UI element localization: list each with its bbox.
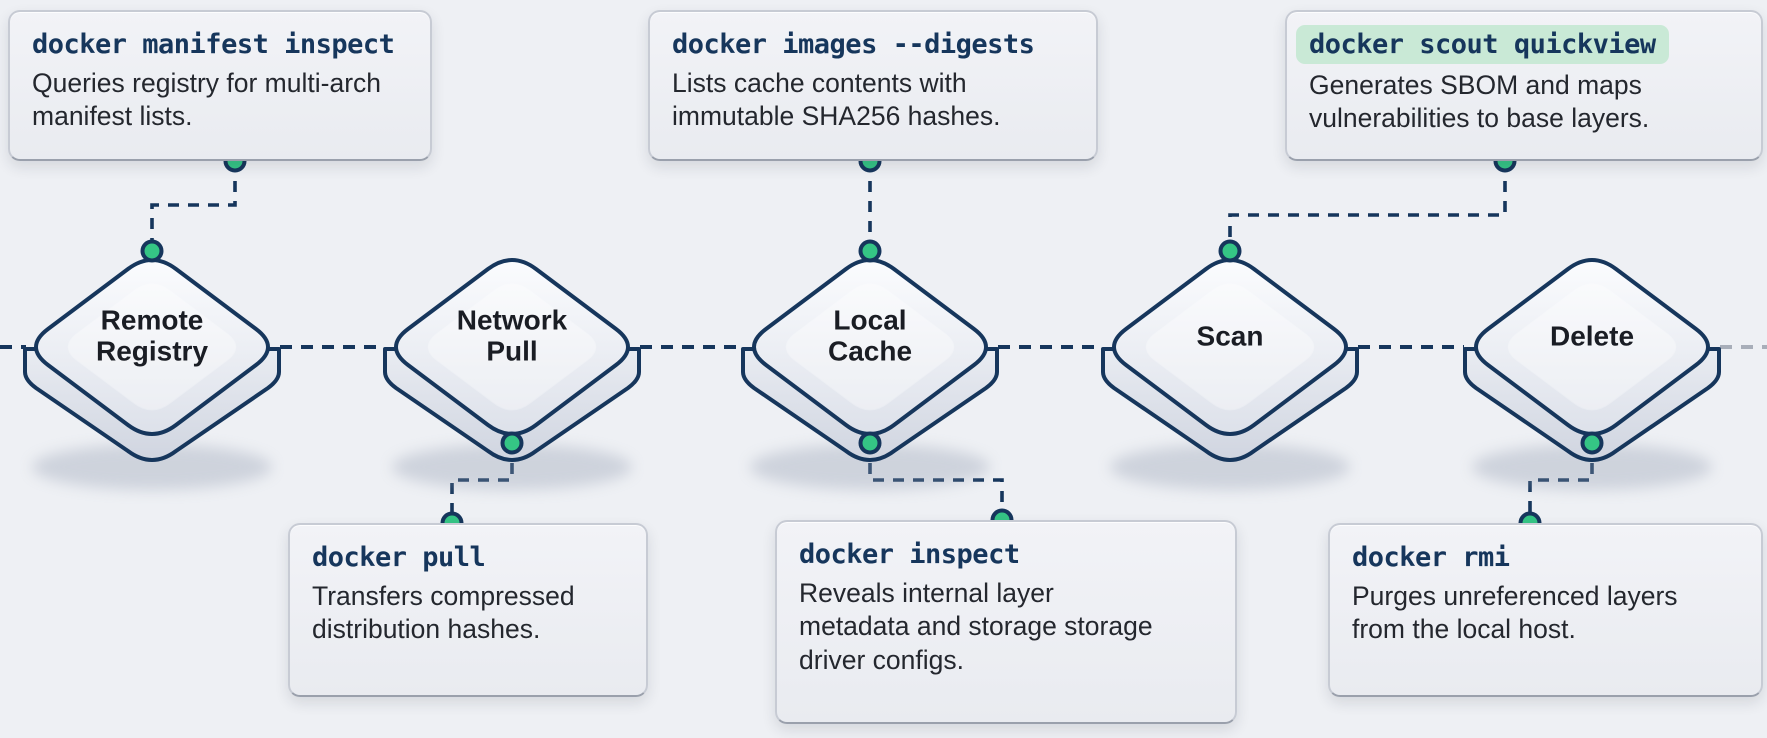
command-docker-rmi: docker rmi	[1352, 542, 1510, 573]
command-docker-pull: docker pull	[312, 542, 486, 573]
command-docker-manifest-inspect: docker manifest inspect	[32, 29, 395, 60]
node-tile-remote-registry	[25, 260, 279, 490]
card-docker-scout-quickview: docker scout quickview Generates SBOM an…	[1285, 10, 1763, 161]
description-docker-images-digests: Lists cache contents with immutable SHA2…	[672, 68, 1001, 132]
card-docker-pull: docker pull Transfers compressed distrib…	[288, 523, 648, 697]
card-docker-rmi: docker rmi Purges unreferenced layers fr…	[1328, 523, 1763, 697]
description-docker-inspect: Reveals internal layer metadata and stor…	[799, 578, 1153, 675]
description-docker-rmi: Purges unreferenced layers from the loca…	[1352, 581, 1678, 645]
node-tile-delete	[1465, 260, 1719, 490]
command-docker-scout-quickview: docker scout quickview	[1296, 25, 1669, 64]
connector-scout-quickview	[1228, 161, 1507, 251]
node-tile-network-pull	[385, 260, 639, 490]
dot-node-network-pull-bottom	[500, 431, 524, 455]
connector-manifest-inspect	[150, 161, 237, 251]
node-tile-scan	[1103, 260, 1357, 490]
description-docker-pull: Transfers compressed distribution hashes…	[312, 581, 575, 645]
command-docker-inspect: docker inspect	[799, 539, 1020, 570]
dot-node-local-cache-bottom	[858, 431, 882, 455]
card-docker-inspect: docker inspect Reveals internal layer me…	[775, 520, 1237, 724]
command-docker-images-digests: docker images --digests	[672, 29, 1035, 60]
description-docker-scout-quickview: Generates SBOM and maps vulnerabilities …	[1309, 70, 1650, 134]
dot-node-remote-registry-top	[140, 239, 164, 263]
card-docker-images-digests: docker images --digests Lists cache cont…	[648, 10, 1098, 161]
dot-node-scan-top	[1218, 239, 1242, 263]
dot-node-local-cache-top	[858, 239, 882, 263]
description-docker-manifest-inspect: Queries registry for multi-arch manifest…	[32, 68, 382, 132]
card-docker-manifest-inspect: docker manifest inspect Queries registry…	[8, 10, 432, 161]
dot-node-delete-bottom	[1580, 431, 1604, 455]
node-tile-local-cache	[743, 260, 997, 490]
